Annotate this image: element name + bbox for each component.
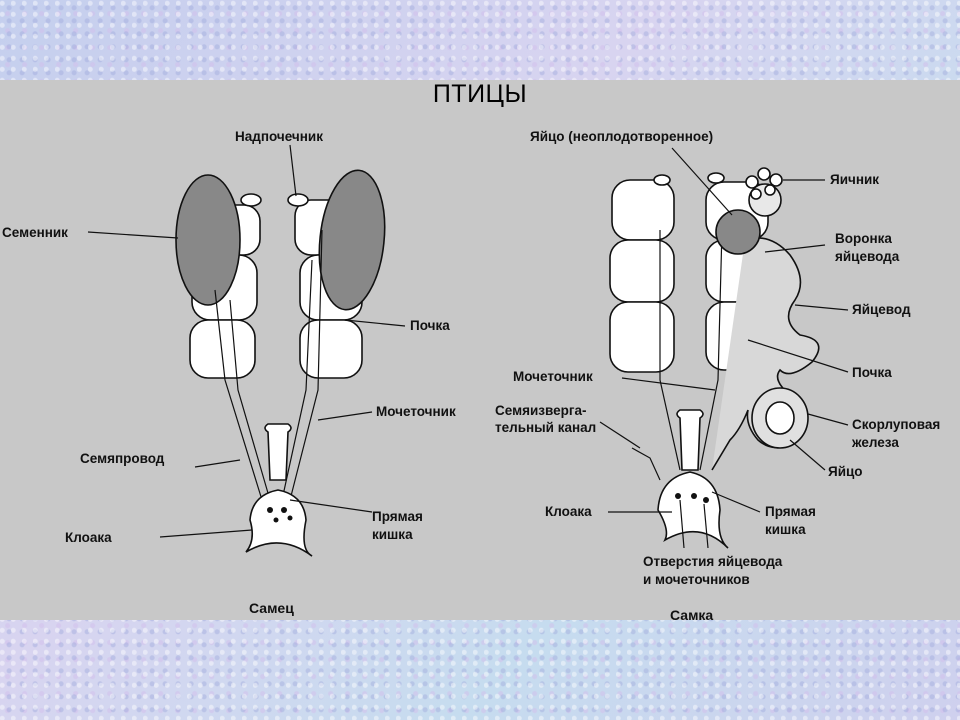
- label-female-ureter: Мочеточник: [513, 369, 593, 384]
- male-left-testis: [175, 174, 241, 306]
- label-ovary: Яичник: [830, 172, 879, 187]
- label-female-rectum-2: кишка: [765, 522, 806, 537]
- label-openings-1: Отверстия яйцевода: [643, 554, 783, 569]
- label-male-cloaca: Клоака: [65, 530, 112, 545]
- female-ovary: [745, 167, 783, 217]
- male-diagram: Надпочечник Семенник Почка Мочеточник Се…: [2, 129, 456, 616]
- page-title: ПТИЦЫ: [432, 80, 528, 108]
- male-caption: Самец: [249, 600, 294, 616]
- female-rectum: [676, 409, 704, 471]
- label-vestigial-2: тельный канал: [495, 420, 596, 435]
- label-funnel-1: Воронка: [835, 231, 892, 246]
- female-diagram: Яйцо (неоплодотворенное) Яичник Воронка …: [495, 129, 940, 623]
- label-egg: Яйцо: [828, 464, 863, 479]
- female-cloaca: [657, 471, 729, 549]
- label-male-ureter: Мочеточник: [376, 404, 456, 419]
- label-male-rectum-2: кишка: [372, 527, 413, 542]
- label-female-cloaca: Клоака: [545, 504, 592, 519]
- male-left-adrenal: [240, 193, 262, 207]
- female-left-kidney: [609, 179, 675, 373]
- male-right-testis: [318, 169, 386, 311]
- label-unfertilized-egg: Яйцо (неоплодотворенное): [530, 129, 713, 144]
- label-funnel-2: яйцевода: [835, 249, 900, 264]
- label-adrenal: Надпочечник: [235, 129, 323, 144]
- label-male-rectum-1: Прямая: [372, 509, 423, 524]
- male-left-vas-deferens: [214, 289, 263, 501]
- female-vestigial-canal: [631, 447, 661, 481]
- male-rectum: [264, 423, 292, 481]
- female-egg: [765, 401, 795, 435]
- label-female-rectum-1: Прямая: [765, 504, 816, 519]
- label-oviduct: Яйцевод: [852, 302, 911, 317]
- male-right-vas-deferens: [289, 229, 323, 501]
- label-female-kidney: Почка: [852, 365, 892, 380]
- female-caption: Самка: [670, 607, 713, 623]
- male-right-ureter: [281, 259, 313, 501]
- label-vas-deferens: Семяпровод: [80, 451, 165, 466]
- male-cloaca: [245, 489, 313, 557]
- label-shell-gland-1: Скорлуповая: [852, 417, 940, 432]
- female-left-ureter: [659, 230, 681, 471]
- female-unfertilized-egg: [715, 209, 761, 255]
- label-vestigial-1: Семяизверга-: [495, 403, 586, 418]
- label-openings-2: и мочеточников: [643, 572, 750, 587]
- label-male-kidney: Почка: [410, 318, 450, 333]
- label-testis: Семенник: [2, 225, 68, 240]
- label-shell-gland-2: железа: [851, 435, 899, 450]
- male-right-adrenal: [287, 193, 309, 207]
- female-right-ureter: [699, 229, 723, 471]
- male-left-ureter: [229, 299, 271, 501]
